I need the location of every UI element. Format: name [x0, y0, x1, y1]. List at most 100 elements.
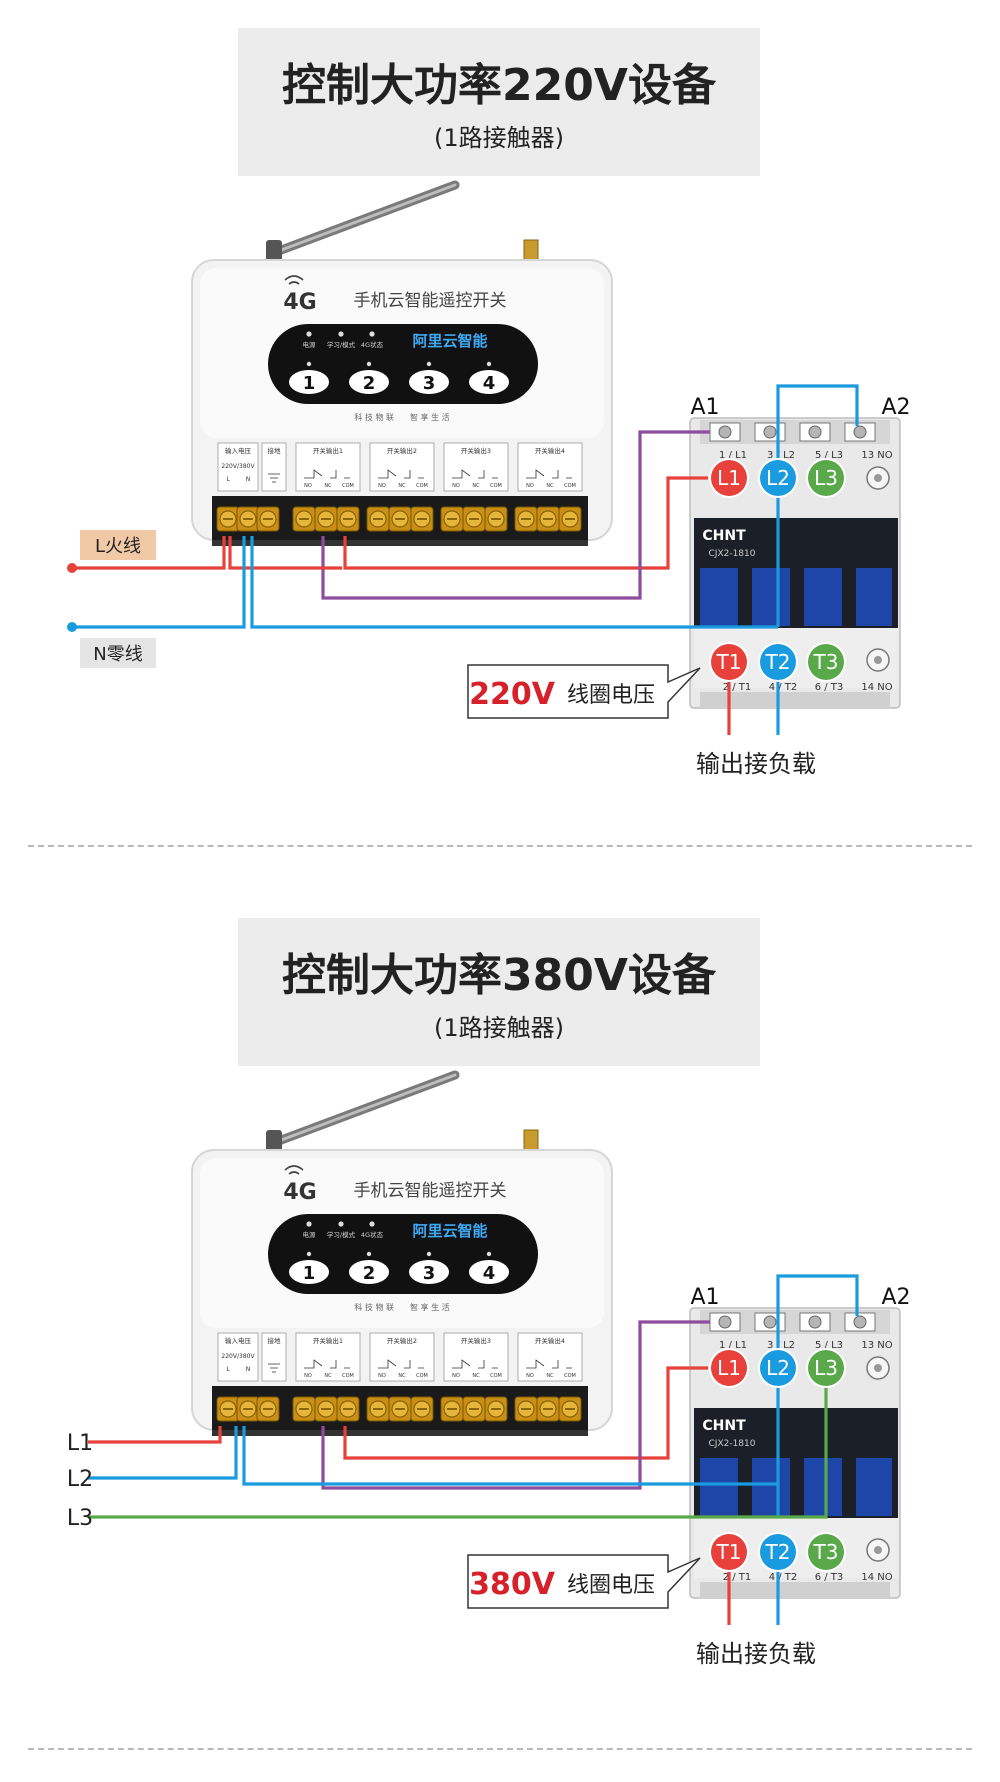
remote-channel-button-label: 2 [363, 373, 376, 394]
terminal-header-label: 开关输出4 [535, 446, 565, 455]
remote-channel-button [469, 1260, 509, 1284]
input-pin-l: L [226, 476, 230, 483]
relay-symbol [304, 469, 350, 479]
contactor-model: CJX2-1810 [709, 549, 756, 559]
relay-pin-label: NO [526, 483, 534, 489]
relay-symbol [378, 469, 424, 479]
terminal-header-box [517, 1332, 583, 1382]
contactor-brand: CHNT [702, 1418, 746, 1434]
terminal-header-box [443, 1332, 509, 1382]
button-led [306, 1251, 312, 1257]
status-led-label: 学习/模式 [327, 1230, 356, 1239]
relay-pin-label: NC [398, 483, 406, 489]
terminal-header-label: 开关输出2 [387, 1336, 417, 1345]
terminal-header-box [369, 442, 435, 492]
relay-pin-label: NC [324, 483, 332, 489]
contactor-screw [718, 1315, 732, 1329]
button-led [366, 361, 372, 367]
status-led-label: 电源 [303, 1230, 317, 1239]
contactor-brand: CHNT [702, 528, 746, 544]
terminal-header-box [443, 442, 509, 492]
contactor-window [752, 1458, 790, 1516]
phase-l1-label: L1 [67, 1431, 93, 1456]
terminal-header-label: 输入电压 [225, 446, 252, 455]
terminal-badge-l3 [808, 460, 844, 496]
button-led [366, 1251, 372, 1257]
status-led [306, 331, 312, 337]
button-led [426, 361, 432, 367]
ground-icon [268, 1363, 280, 1373]
coil-return-wire [776, 384, 859, 627]
remote-channel-button [409, 1260, 449, 1284]
status-led-label: 4G状态 [361, 1230, 384, 1239]
input-spec: 220V/380V [221, 463, 255, 470]
coil-voltage-callout [467, 664, 701, 719]
model-name: 手机云智能遥控开关 [354, 291, 507, 311]
relay-pin-label: NC [472, 1373, 480, 1379]
terminal-header-label: 接地 [268, 1336, 282, 1345]
remote-channel-button [469, 370, 509, 394]
slogan: 科 技 物 联 智 享 生 活 [354, 1302, 449, 1312]
contactor-top-label: 13 NO [861, 1340, 892, 1351]
remote-channel-button-label: 1 [303, 373, 316, 394]
brand-label: 阿里云智能 [412, 332, 487, 350]
relay-pin-label: COM [342, 483, 354, 489]
phase-l2-wire [88, 1426, 238, 1480]
terminal-badge-t3-label: T3 [813, 650, 839, 674]
terminal-badge-t2 [760, 1534, 796, 1570]
neutral-coil-wire [250, 536, 778, 629]
remote-channel-button [409, 370, 449, 394]
status-led [306, 1221, 312, 1227]
remote-channel-button-label: 3 [423, 373, 436, 394]
phase-l2-coil-wire [242, 1426, 778, 1486]
live-label: L火线 [95, 536, 141, 557]
phase-l3-wire [88, 1380, 828, 1519]
relay-pin-label: COM [490, 1373, 502, 1379]
input-pin-l: L [226, 1366, 230, 1373]
relay-pin-label: NO [304, 1373, 312, 1379]
status-led [338, 331, 344, 337]
panel-title: 控制大功率380V设备 [282, 950, 717, 1001]
relay-symbol [452, 1359, 498, 1369]
live-supply-wire [72, 536, 226, 570]
relay-pin-label: COM [416, 1373, 428, 1379]
relay-symbol [526, 1359, 572, 1369]
section-divider [28, 845, 972, 847]
coil-terminal-a2: A2 [881, 395, 910, 420]
contactor-screw [763, 425, 777, 439]
coil-return-wire [776, 1274, 859, 1517]
relay-com-wire [343, 1366, 708, 1460]
relay-pin-label: NO [378, 1373, 386, 1379]
contactor-top-label: 13 NO [861, 450, 892, 461]
remote-channel-button-label: 3 [423, 1263, 436, 1284]
neutral-wire-end [67, 622, 77, 632]
status-led-label: 4G状态 [361, 340, 384, 349]
relay-no-wire [321, 430, 710, 600]
contactor-window [856, 568, 892, 626]
terminal-header-box [217, 1332, 259, 1382]
wire-entry-strip [212, 1430, 588, 1436]
relay-pin-label: NC [546, 1373, 554, 1379]
terminal-header-box [217, 442, 259, 492]
terminal-header-box [295, 1332, 361, 1382]
contactor-window [856, 1458, 892, 1516]
terminal-badge-l1-label: L1 [717, 466, 741, 490]
live-label-box [80, 530, 156, 560]
contactor-window [804, 1458, 842, 1516]
remote-channel-button [349, 370, 389, 394]
contactor-screw [853, 425, 867, 439]
live-wire-end [67, 563, 77, 573]
terminal-badge-l2 [760, 1350, 796, 1386]
relay-com-wire [343, 476, 708, 570]
button-led [486, 361, 492, 367]
section-divider [28, 1748, 972, 1750]
remote-channel-button [349, 1260, 389, 1284]
panel-title: 控制大功率220V设备 [282, 60, 717, 111]
contactor-bottom-label: 4 / T2 [769, 682, 798, 693]
terminal-badge-t1-label: T1 [716, 1540, 742, 1564]
terminal-badge-t3 [808, 644, 844, 680]
relay-pin-label: NC [398, 1373, 406, 1379]
